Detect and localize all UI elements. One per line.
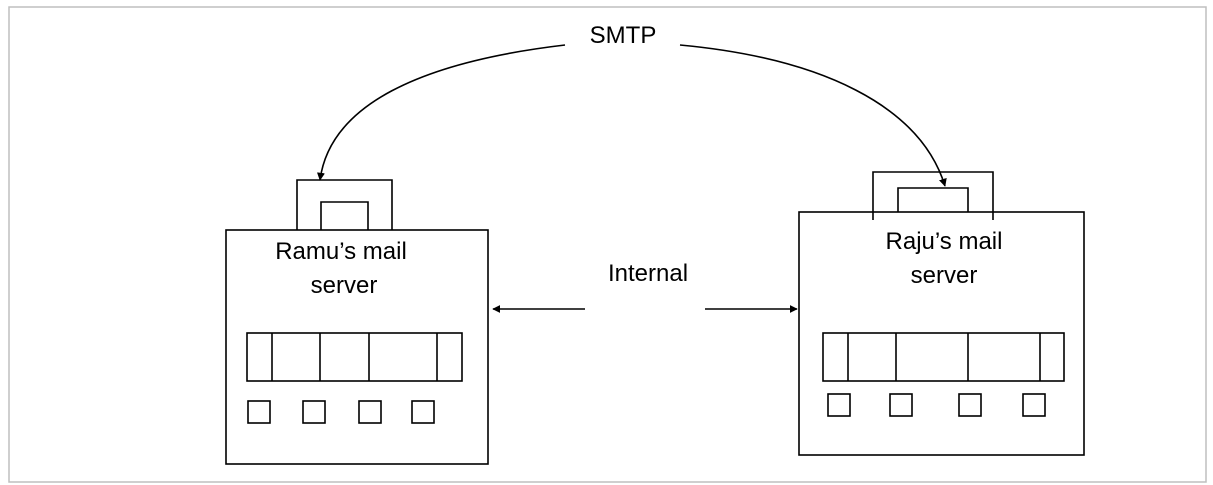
left-server-handle-inner [320, 201, 369, 230]
right-server-button [958, 393, 982, 417]
right-server-label-line2: server [911, 262, 978, 289]
right-server-button [1022, 393, 1046, 417]
right-server-button [889, 393, 913, 417]
left-server-button [358, 400, 382, 424]
smtp-arrow-left [316, 44, 566, 181]
left-server-display [246, 332, 463, 382]
right-server-label-line1: Raju’s mail [886, 228, 1003, 255]
left-mail-server [225, 179, 489, 465]
left-server-button [411, 400, 435, 424]
right-mail-server [798, 171, 1085, 456]
left-server-handle-outer [296, 179, 393, 230]
right-server-body [798, 211, 1085, 456]
right-server-button [827, 393, 851, 417]
right-server-handle-inner [897, 187, 969, 212]
right-server-handle-outer [872, 171, 994, 220]
left-server-button [247, 400, 271, 424]
left-server-label-line1: Ramu’s mail [275, 238, 407, 265]
left-server-button [302, 400, 326, 424]
smtp-arrow-right [679, 44, 947, 187]
left-server-label-line2: server [311, 272, 378, 299]
left-server-body [225, 229, 489, 465]
outer-border [8, 6, 1207, 483]
internal-label: Internal [608, 260, 688, 287]
smtp-label: SMTP [590, 22, 657, 49]
right-server-display [822, 332, 1065, 382]
